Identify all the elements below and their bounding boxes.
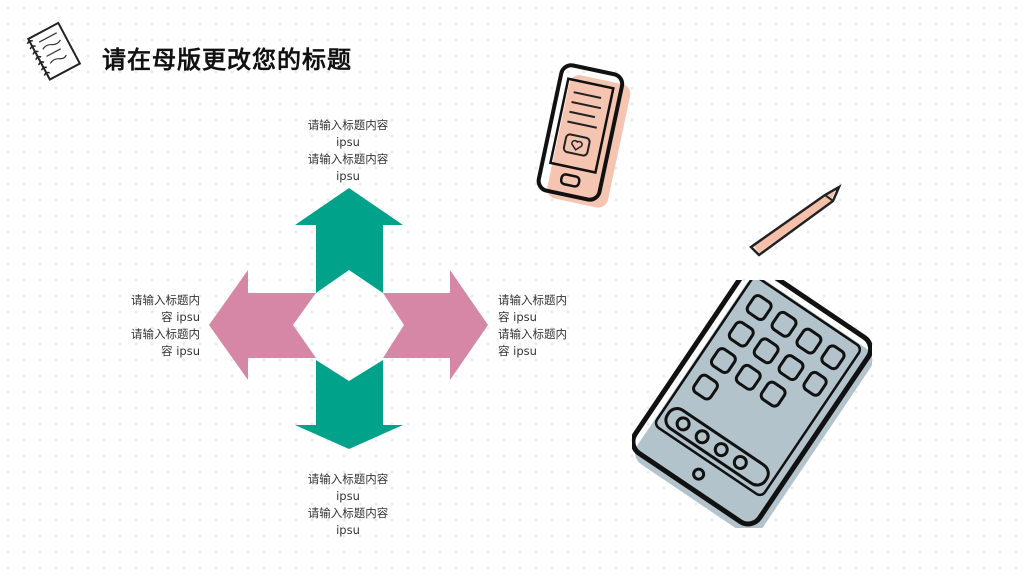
pencil-doodle-icon bbox=[749, 184, 842, 257]
tablet-doodle-icon bbox=[632, 280, 872, 528]
left-label: 请输入标题内 容 ipsu 请输入标题内 容 ipsu bbox=[131, 293, 200, 358]
bottom-label: 请输入标题内容 ipsu 请输入标题内容 ipsu bbox=[307, 472, 389, 537]
arrow-right bbox=[383, 270, 488, 380]
arrow-left bbox=[209, 270, 316, 380]
right-label: 请输入标题内 容 ipsu 请输入标题内 容 ipsu bbox=[498, 293, 567, 358]
four-way-arrow-diagram bbox=[209, 188, 488, 449]
arrow-down bbox=[295, 360, 403, 449]
smartphone-doodle-icon bbox=[536, 63, 631, 208]
page-title: 请在母版更改您的标题 bbox=[102, 46, 352, 74]
notebook-icon bbox=[26, 21, 82, 81]
arrow-up bbox=[295, 188, 403, 293]
top-label: 请输入标题内容 ipsu 请输入标题内容 ipsu bbox=[307, 118, 389, 183]
